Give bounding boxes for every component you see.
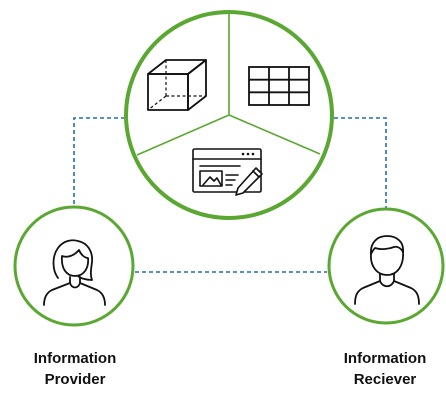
female-user-icon: [43, 239, 106, 306]
provider-label-line1: Information: [33, 350, 117, 367]
connector-provider-to-hub: [73, 117, 128, 225]
receiver-label-line2: Reciever: [353, 371, 417, 388]
provider-label: Information Provider: [10, 348, 140, 390]
cube-3d-icon: [147, 59, 207, 111]
provider-node: [13, 205, 135, 327]
receiver-circle: [327, 207, 445, 325]
provider-circle: [13, 205, 135, 327]
connectors: [73, 117, 387, 273]
receiver-label: Information Reciever: [320, 348, 446, 390]
receiver-label-line1: Information: [343, 350, 427, 367]
connector-hub-to-receiver: [334, 117, 387, 225]
male-user-icon: [354, 235, 420, 305]
receiver-node: [327, 207, 445, 325]
table-grid-icon: [248, 66, 310, 106]
document-edit-icon: [192, 148, 263, 196]
central-hub: [124, 10, 334, 220]
provider-label-line2: Provider: [44, 371, 106, 388]
hub-dividers: [136, 13, 321, 156]
